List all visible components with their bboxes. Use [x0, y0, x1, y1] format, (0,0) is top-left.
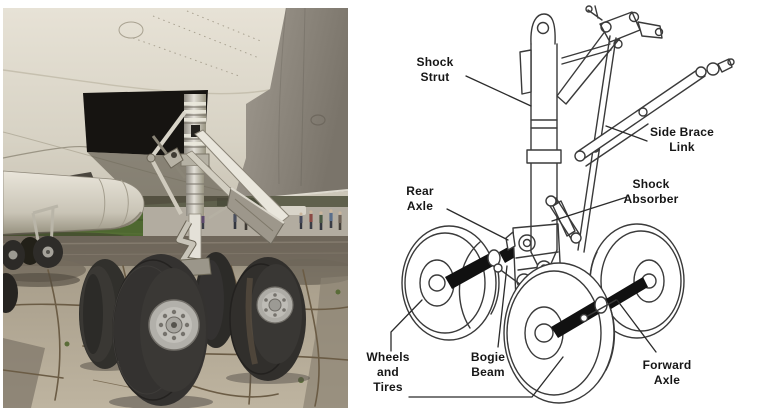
- label-line: Link: [669, 140, 695, 154]
- label-shock-strut: Shock Strut: [403, 55, 467, 85]
- label-line: Strut: [420, 70, 450, 84]
- label-line: Beam: [471, 365, 505, 379]
- front-right-wheel: [229, 257, 306, 381]
- label-line: Absorber: [623, 192, 679, 206]
- label-line: and: [377, 365, 399, 379]
- retract-links: [146, 110, 187, 215]
- label-line: Tires: [373, 380, 403, 394]
- label-side-brace-link: Side Brace Link: [640, 125, 724, 155]
- shock-strut-drawing: [519, 13, 562, 276]
- label-line: Shock: [416, 55, 454, 69]
- landing-gear-diagram-drawing: [390, 5, 735, 404]
- top-linkage-drawing: [556, 5, 664, 105]
- label-line: Wheels: [366, 350, 410, 364]
- label-line: Axle: [406, 199, 434, 213]
- leader-lines: [390, 75, 657, 398]
- front-left-wheel: [112, 254, 208, 406]
- leader-wheels: [390, 299, 423, 352]
- gear-door: [208, 187, 285, 245]
- landing-gear-photo: [3, 8, 348, 408]
- landing-gear-diagram-panel: Shock Strut Side Brace Link Rear Axle Sh…: [348, 0, 768, 413]
- main-gear: [79, 94, 310, 408]
- leader-rear-axle: [446, 208, 509, 241]
- leader-shock-strut: [465, 75, 532, 107]
- label-wheels-and-tires: Wheels and Tires: [356, 350, 420, 395]
- leader-forward-axle: [616, 299, 657, 353]
- landing-gear-photo-panel: [3, 8, 348, 408]
- label-bogie-beam: Bogie Beam: [456, 350, 520, 380]
- leader-bogie-beam: [497, 265, 508, 348]
- label-line: Forward: [642, 358, 692, 372]
- label-shock-absorber: Shock Absorber: [609, 177, 693, 207]
- label-line: Bogie: [470, 350, 506, 364]
- rear-left-tire: [79, 259, 131, 369]
- shock-strut-photo: [175, 94, 212, 277]
- label-line: Rear: [406, 184, 434, 198]
- leader-side-brace-link: [605, 125, 648, 142]
- label-rear-axle: Rear Axle: [388, 184, 452, 214]
- label-line: Shock: [632, 177, 670, 191]
- leader-shock-absorber: [551, 196, 628, 222]
- side-brace-link-drawing: [574, 58, 735, 167]
- label-forward-axle: Forward Axle: [635, 358, 699, 388]
- forward-axle-drawing: [551, 277, 648, 338]
- label-line: Axle: [653, 373, 681, 387]
- second-landing-gear: [3, 204, 80, 313]
- label-line: Side Brace: [649, 125, 715, 139]
- leader-tires: [408, 356, 564, 398]
